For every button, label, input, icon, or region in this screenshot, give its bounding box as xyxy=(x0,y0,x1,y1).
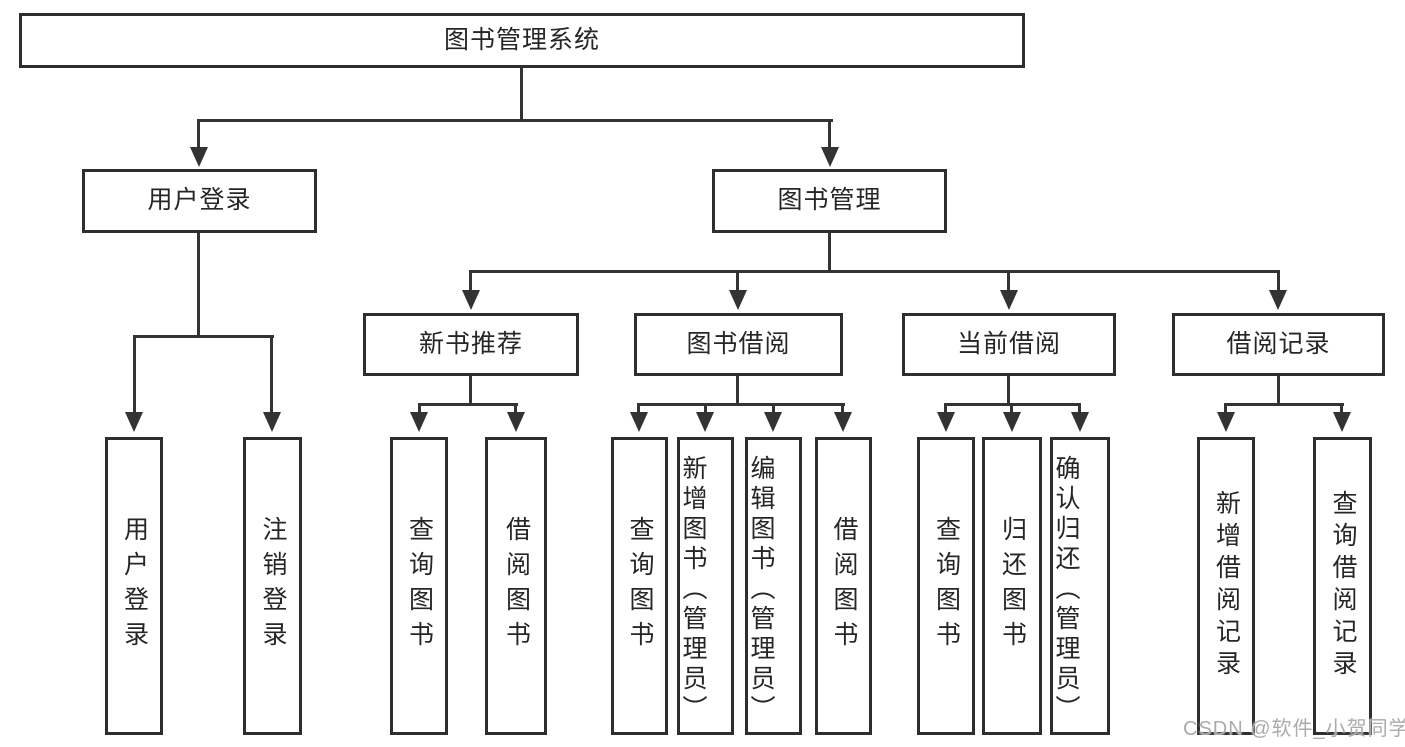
connector xyxy=(841,403,844,415)
leaf-query-books-recommend-label: 查询图书 xyxy=(405,516,434,656)
connector xyxy=(772,403,775,415)
connector xyxy=(197,119,200,150)
leaf-logout-label: 注销登录 xyxy=(259,516,287,656)
connector xyxy=(418,403,518,406)
leaf-query-books-recommend: 查询图书 xyxy=(390,437,448,735)
connector xyxy=(1340,403,1343,415)
connector xyxy=(638,403,845,406)
connector xyxy=(1224,403,1227,415)
connector xyxy=(736,374,739,406)
watermark-text: CSDN @软件_小贺同学 xyxy=(1183,718,1405,740)
arrowhead-icon xyxy=(834,412,852,432)
arrowhead-icon xyxy=(507,412,525,432)
connector xyxy=(944,403,947,415)
arrowhead-icon xyxy=(410,412,428,432)
node-book-management-label: 图书管理 xyxy=(777,186,882,215)
leaf-borrow-books-recommend-label: 借阅图书 xyxy=(502,516,531,656)
leaf-user-login-label: 用户登录 xyxy=(120,516,149,656)
arrowhead-icon xyxy=(190,147,208,167)
connector xyxy=(1007,270,1010,293)
connector xyxy=(418,403,421,415)
leaf-add-borrow-record: 新增借阅记录 xyxy=(1197,437,1255,735)
node-book-borrowing: 图书借阅 xyxy=(634,313,843,376)
leaf-query-borrow-record: 查询借阅记录 xyxy=(1313,437,1372,735)
node-library-system-label: 图书管理系统 xyxy=(443,25,600,54)
connector xyxy=(1277,270,1280,293)
arrowhead-icon xyxy=(821,147,839,167)
arrowhead-icon xyxy=(696,412,714,432)
connector xyxy=(736,270,739,293)
arrowhead-icon xyxy=(125,412,143,432)
arrowhead-icon xyxy=(1071,412,1089,432)
leaf-query-books-current: 查询图书 xyxy=(917,437,975,735)
node-current-borrowing-label: 当前借阅 xyxy=(956,329,1061,358)
leaf-return-books: 归还图书 xyxy=(982,437,1042,735)
leaf-borrow-books-recommend: 借阅图书 xyxy=(485,437,547,735)
node-borrow-records: 借阅记录 xyxy=(1172,313,1385,376)
node-book-management: 图书管理 xyxy=(712,169,947,233)
arrowhead-icon xyxy=(937,412,955,432)
connector xyxy=(704,403,707,415)
node-user-login: 用户登录 xyxy=(82,169,317,233)
node-current-borrowing: 当前借阅 xyxy=(902,313,1116,376)
node-book-borrowing-label: 图书借阅 xyxy=(686,329,791,358)
leaf-edit-books-admin-label: 编辑图书（管理员） xyxy=(747,455,775,725)
connector xyxy=(514,403,517,415)
node-new-book-recommend-label: 新书推荐 xyxy=(418,329,523,358)
connector xyxy=(1010,403,1013,415)
leaf-query-borrow-record-label: 查询借阅记录 xyxy=(1329,490,1357,682)
node-user-login-label: 用户登录 xyxy=(147,186,252,215)
connector xyxy=(1224,403,1344,406)
leaf-edit-books-admin: 编辑图书（管理员） xyxy=(745,437,802,735)
connector xyxy=(133,335,136,415)
leaf-add-books-admin-label: 新增图书（管理员） xyxy=(679,455,707,725)
arrowhead-icon xyxy=(1217,412,1235,432)
node-new-book-recommend: 新书推荐 xyxy=(363,313,579,376)
arrowhead-icon xyxy=(462,290,480,310)
connector xyxy=(197,119,833,122)
arrowhead-icon xyxy=(764,412,782,432)
connector xyxy=(520,66,523,122)
arrowhead-icon xyxy=(1333,412,1351,432)
connector xyxy=(828,119,831,150)
connector xyxy=(637,403,640,415)
leaf-borrow-books-borrowing: 借阅图书 xyxy=(815,437,872,735)
connector xyxy=(1007,374,1010,406)
leaf-add-borrow-record-label: 新增借阅记录 xyxy=(1212,490,1241,682)
connector xyxy=(1078,403,1081,415)
leaf-query-books-borrowing: 查询图书 xyxy=(611,437,668,735)
connector xyxy=(1277,374,1280,406)
leaf-logout: 注销登录 xyxy=(243,437,302,735)
leaf-return-books-label: 归还图书 xyxy=(998,516,1027,656)
leaf-add-books-admin: 新增图书（管理员） xyxy=(677,437,734,735)
node-borrow-records-label: 借阅记录 xyxy=(1226,329,1331,358)
arrowhead-icon xyxy=(630,412,648,432)
connector xyxy=(270,335,273,415)
leaf-query-books-current-label: 查询图书 xyxy=(932,516,961,656)
leaf-confirm-return-admin-label: 确认归还（管理员） xyxy=(1052,455,1080,725)
connector xyxy=(133,335,274,338)
connector xyxy=(470,270,1280,273)
leaf-query-books-borrowing-label: 查询图书 xyxy=(626,516,654,656)
connector xyxy=(828,231,831,273)
connector xyxy=(469,270,472,293)
node-library-system: 图书管理系统 xyxy=(19,13,1025,68)
arrowhead-icon xyxy=(1269,290,1287,310)
connector xyxy=(197,230,200,337)
connector xyxy=(469,374,472,406)
leaf-user-login: 用户登录 xyxy=(105,437,163,735)
leaf-borrow-books-borrowing-label: 借阅图书 xyxy=(830,516,858,656)
arrowhead-icon xyxy=(729,290,747,310)
arrowhead-icon xyxy=(1003,412,1021,432)
arrowhead-icon xyxy=(263,412,281,432)
arrowhead-icon xyxy=(1000,290,1018,310)
leaf-confirm-return-admin: 确认归还（管理员） xyxy=(1050,437,1110,735)
